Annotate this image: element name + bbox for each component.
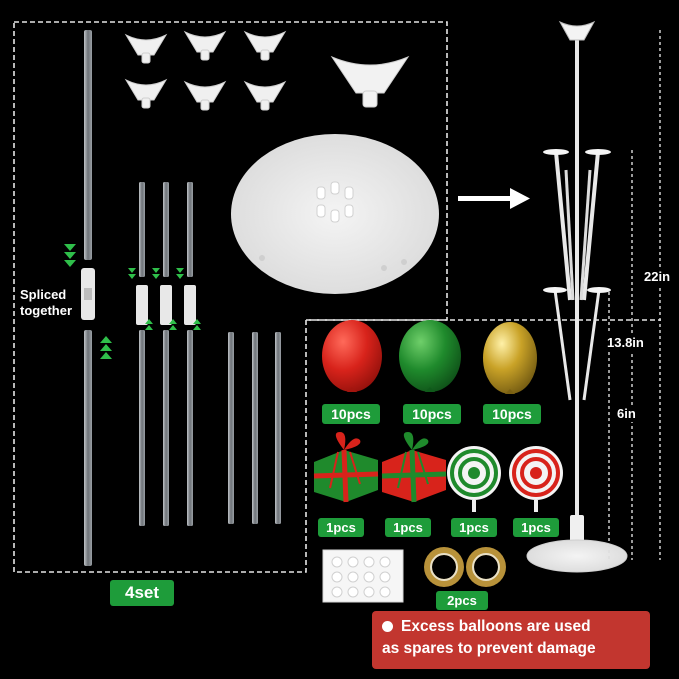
green-balloon xyxy=(399,320,461,392)
note-line2: as spares to prevent damage xyxy=(382,640,596,657)
set-count-badge: 4set xyxy=(110,580,174,606)
qty-red-candy-badge: 1pcs xyxy=(513,518,559,537)
note-line1: Excess balloons are used xyxy=(401,618,591,635)
red-gift-box xyxy=(381,432,447,503)
green-gift-box xyxy=(313,432,379,503)
qty-red-gift-badge: 1pcs xyxy=(385,518,431,537)
long-rod-assembly xyxy=(81,30,95,566)
red-candy-balloon xyxy=(509,446,563,512)
tape-rolls xyxy=(424,547,506,587)
spares-note: Excess balloons are used as spares to pr… xyxy=(372,611,650,669)
assembled-balloon-stand xyxy=(526,20,628,573)
qty-tape-badge: 2pcs xyxy=(436,591,488,610)
balloon-cups xyxy=(124,30,287,111)
arrow-down-icon xyxy=(64,244,76,267)
spliced-label-line2: together xyxy=(20,303,72,318)
glue-dot-sheet xyxy=(322,549,404,603)
dimension-low-label: 6in xyxy=(617,405,636,422)
qty-green-candy-badge: 1pcs xyxy=(451,518,497,537)
dimension-mid-label: 13.8in xyxy=(607,334,644,351)
qty-red-balloon-badge: 10pcs xyxy=(322,404,380,424)
gold-balloon xyxy=(483,322,537,394)
arrow-up-icon xyxy=(100,336,112,359)
qty-green-gift-badge: 1pcs xyxy=(318,518,364,537)
dimension-total-label: 22in xyxy=(644,268,671,285)
arrow-right-icon xyxy=(458,188,530,209)
bullet-dot xyxy=(382,621,393,632)
red-balloon xyxy=(322,320,382,392)
large-balloon-cup xyxy=(330,55,410,108)
qty-gold-balloon-badge: 10pcs xyxy=(483,404,541,424)
spliced-label-line1: Spliced xyxy=(20,287,67,302)
dimension-lines xyxy=(608,30,661,560)
base-plate xyxy=(231,134,439,294)
spliced-label: Spliced together xyxy=(20,287,72,319)
short-rod-assemblies xyxy=(136,182,196,526)
qty-green-balloon-badge: 10pcs xyxy=(403,404,461,424)
green-candy-balloon xyxy=(447,446,501,512)
loose-rods xyxy=(228,332,281,524)
